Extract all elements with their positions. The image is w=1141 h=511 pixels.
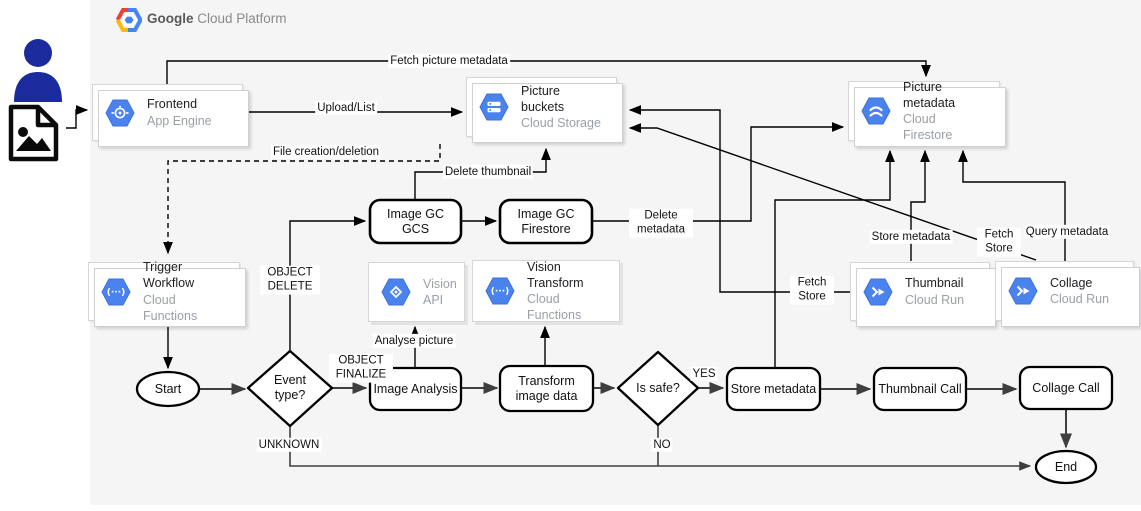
service-subtitle: Cloud Run — [1050, 292, 1110, 306]
cloud-firestore-icon — [861, 97, 891, 125]
edge-label-upload-list: Upload/List — [315, 100, 377, 116]
edge-object-delete — [289, 216, 367, 350]
edge-collage-query-metadata — [958, 149, 1066, 261]
service-title: Frontend — [147, 97, 198, 112]
image-analysis-label: Image Analysis — [373, 381, 458, 396]
service-picture-metadata: Picture metadata Cloud Firestore — [848, 79, 1006, 147]
edge-label-unknown: UNKNOWN — [256, 437, 322, 453]
image-gc-gcs-node — [368, 198, 463, 245]
collage-call-label: Collage Call — [1032, 380, 1100, 395]
service-trigger-workflow: (···) Trigger Workflow Cloud Functions — [88, 260, 246, 327]
service-title: Picture buckets — [521, 83, 565, 114]
person-icon — [14, 39, 62, 102]
service-title: Trigger Workflow — [143, 260, 195, 291]
service-picture-buckets: Picture buckets Cloud Storage — [466, 77, 623, 143]
app-engine-icon — [105, 99, 135, 126]
edge-thumbnail-fetch-store — [628, 105, 850, 293]
service-subtitle: Cloud Run — [905, 292, 965, 307]
service-frontend: Frontend App Engine — [92, 84, 249, 147]
service-collage: Collage Cloud Run — [995, 261, 1140, 327]
flow-shapes — [135, 198, 1114, 485]
edge-label-no: NO — [651, 437, 673, 453]
service-subtitle: API — [423, 293, 444, 307]
transform-image-data-label: Transform image data — [515, 373, 578, 403]
end-node — [1034, 449, 1098, 485]
edge-fetch-picture-metadata — [166, 60, 931, 84]
service-thumbnail: Thumbnail Cloud Run — [850, 262, 996, 327]
cloud-run-icon — [1008, 277, 1038, 305]
edge-delete-metadata — [592, 122, 845, 222]
picture-file-icon — [8, 104, 59, 162]
thumbnail-call-label: Thumbnail Call — [878, 381, 962, 396]
service-title: Vision Transform — [527, 259, 584, 290]
svg-text:(···): (···) — [107, 288, 125, 298]
edge-label-fetch-store-thumbnail: Fetch Store — [790, 275, 834, 305]
service-connectors — [66, 60, 1066, 370]
gcp-logo-icon — [116, 8, 142, 32]
cloud-run-icon — [863, 278, 893, 305]
service-subtitle: Cloud Functions — [527, 292, 582, 323]
image-gc-firestore-label: Image GC Firestore — [517, 206, 575, 236]
vision-api-icon — [381, 278, 411, 306]
edge-label-object-finalize: OBJECT FINALIZE — [329, 353, 393, 383]
service-title: Thumbnail — [905, 276, 964, 291]
cloud-storage-icon — [479, 93, 509, 121]
service-subtitle: Cloud Firestore — [903, 112, 953, 143]
edge-label-analyse-picture: Analyse picture — [372, 333, 456, 349]
edge-label-query-metadata: Query metadata — [1023, 224, 1111, 240]
cloud-functions-icon: (···) — [101, 278, 131, 305]
edge-label-fetch-store-collage: Fetch Store — [977, 227, 1021, 257]
service-subtitle: App Engine — [147, 113, 212, 128]
cloud-functions-icon: (···) — [485, 277, 515, 305]
svg-text:(···): (···) — [491, 287, 509, 297]
edge-label-fetch-picture-metadata: Fetch picture metadata — [388, 53, 510, 69]
header-title: Google Cloud Platform — [147, 11, 287, 26]
edge-collage-fetch-store — [628, 123, 1037, 261]
edge-file-to-frontend — [66, 105, 89, 129]
thumbnail-call-node — [872, 366, 968, 412]
store-metadata-label: Store metadata — [730, 381, 817, 396]
image-gc-firestore-node — [498, 198, 594, 245]
end-label: End — [1054, 459, 1078, 474]
event-type-diamond — [246, 349, 334, 428]
brand-platform: Cloud Platform — [197, 11, 287, 26]
edge-label-store-metadata: Store metadata — [869, 229, 953, 245]
image-gc-gcs-label: Image GC GCS — [387, 206, 444, 236]
start-node — [135, 370, 201, 408]
service-title: Collage — [1050, 275, 1093, 290]
event-type-label: Event type? — [274, 373, 306, 402]
is-safe-label: Is safe? — [636, 380, 680, 395]
collage-call-node — [1018, 365, 1114, 411]
service-subtitle: Cloud Functions — [143, 292, 198, 323]
service-subtitle: Cloud Storage — [521, 116, 601, 131]
brand-google: Google — [147, 11, 194, 26]
edge-label-object-delete: OBJECT DELETE — [260, 265, 320, 295]
service-vision-api: Vision API — [368, 262, 465, 322]
transform-image-data-node — [498, 364, 595, 413]
edge-file-creation-deletion — [163, 144, 441, 255]
edge-label-yes: YES — [690, 366, 718, 382]
edge-label-delete-thumbnail: Delete thumbnail — [442, 164, 534, 180]
service-title: Vision — [423, 276, 457, 291]
start-label: Start — [154, 381, 182, 396]
is-safe-diamond — [616, 350, 700, 427]
edge-label-delete-metadata: Delete metadata — [629, 208, 693, 238]
service-title: Picture metadata — [903, 79, 956, 110]
edge-label-file-creation-deletion: File creation/deletion — [270, 144, 382, 160]
store-metadata-node — [725, 366, 822, 412]
service-vision-transform: (···) Vision Transform Cloud Functions — [472, 260, 620, 322]
edge-store-metadata-up — [774, 149, 895, 367]
edge-thumbnail-store-metadata — [910, 149, 930, 261]
